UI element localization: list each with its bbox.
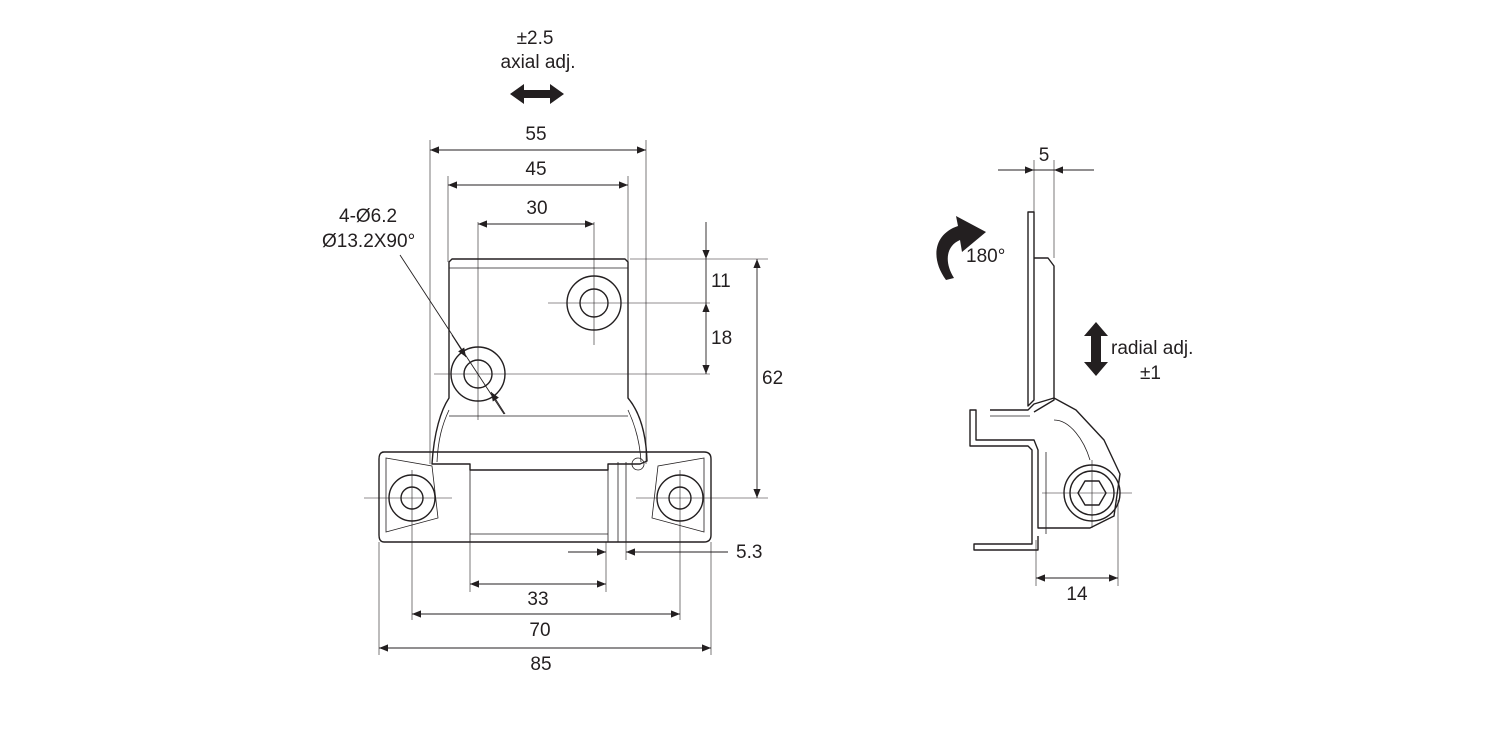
hole-leader-arrow-b [490, 391, 506, 415]
hole-leader-arrow-a [451, 334, 467, 358]
left-pocket [385, 457, 439, 533]
rotation-label: 180° [966, 246, 1006, 267]
dim-62-text: 62 [762, 368, 784, 389]
radial-adjust-arrow-icon [1084, 322, 1108, 376]
right-pocket [651, 457, 705, 533]
rotate-180-icon [936, 216, 986, 280]
dim-55-text: 55 [525, 124, 547, 145]
radial-adj-label: radial adj. [1111, 338, 1194, 359]
front-view [364, 84, 768, 655]
dim-45-text: 45 [525, 159, 547, 180]
dim-30-text: 30 [526, 198, 548, 219]
side-view [936, 160, 1132, 586]
upper-leaf-outline [431, 258, 648, 471]
dim-5-text: 5 [1038, 145, 1050, 166]
dim-33-text: 33 [527, 589, 549, 610]
axial-adj-label: axial adj. [500, 52, 576, 73]
dim-18-text: 18 [711, 328, 733, 349]
axial-adj-value: ±2.5 [516, 28, 554, 49]
axial-adjust-arrow-icon [510, 84, 564, 104]
side-leaf [1027, 211, 1035, 407]
side-z-bracket [969, 397, 1121, 551]
hole-leader-line [399, 254, 505, 415]
base-bar-outline [378, 451, 712, 543]
leaf-curl-left [436, 409, 450, 463]
side-centerlines [1033, 160, 1132, 586]
hinge-pin-end [631, 457, 645, 471]
dim-70-text: 70 [529, 620, 551, 641]
hole-callout-line-2: Ø13.2X90° [322, 231, 416, 252]
side-curl [1053, 419, 1091, 461]
dim-5-3-text: 5.3 [736, 542, 763, 563]
radial-adj-value: ±1 [1140, 363, 1161, 384]
dim-11-text: 11 [711, 271, 731, 292]
dim-14-text: 14 [1066, 584, 1088, 605]
side-leaf-boss [1033, 257, 1055, 413]
front-centerlines [364, 140, 768, 655]
leaf-curl-right [627, 409, 642, 463]
dim-85-text: 85 [530, 654, 552, 675]
hole-callout-line-1: 4-Ø6.2 [339, 206, 398, 227]
